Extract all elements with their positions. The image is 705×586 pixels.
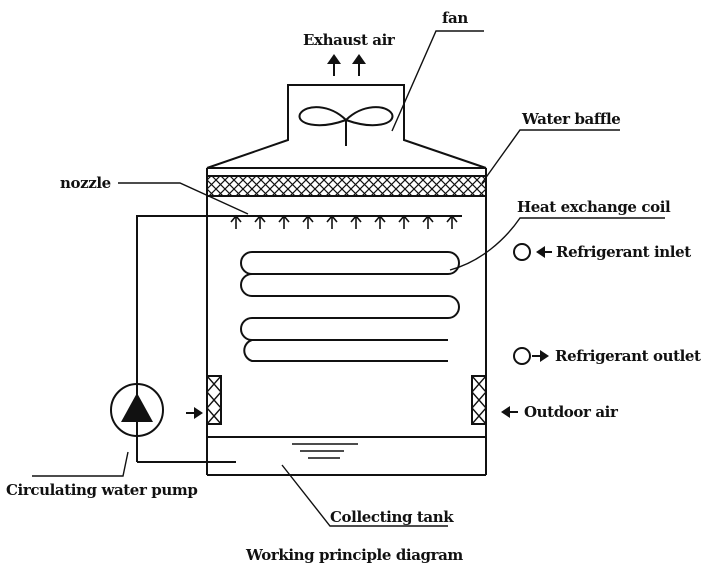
leader-lines	[32, 30, 665, 527]
exhaust-air-label: Exhaust air	[303, 31, 396, 49]
inlet-arrow-icon	[536, 246, 552, 258]
collecting-tank-label: Collecting tank	[330, 508, 454, 526]
outlet-arrow-icon	[532, 350, 549, 362]
refrigerant-outlet-label: Refrigerant outlet	[555, 347, 701, 365]
tower-top-hood	[206, 84, 487, 169]
water-baffle	[206, 175, 487, 197]
outdoor-air-label: Outdoor air	[524, 403, 619, 421]
spray-nozzle-icon	[374, 214, 386, 229]
spray-nozzle-icon	[230, 214, 242, 229]
coil-bottom-return	[243, 339, 448, 362]
water-pipe	[136, 215, 462, 462]
spray-nozzle-icon	[446, 214, 458, 229]
spray-nozzle-icon	[326, 214, 338, 229]
circulating-water-pump-label: Circulating water pump	[6, 481, 197, 499]
fan-label: fan	[442, 9, 468, 27]
exhaust-arrows-icon	[327, 54, 366, 76]
refrigerant-outlet-port	[513, 347, 531, 365]
diagram-caption: Working principle diagram	[245, 546, 463, 564]
spray-nozzle-icon	[398, 214, 410, 229]
nozzle-label: nozzle	[60, 174, 111, 192]
refrigerant-inlet-label: Refrigerant inlet	[556, 243, 691, 261]
right-air-arrow-icon	[501, 406, 518, 418]
nozzle-sprays	[230, 214, 458, 229]
refrigerant-inlet-port	[513, 243, 531, 261]
left-air-arrow-icon	[186, 407, 203, 419]
fan-icon	[298, 106, 394, 146]
spray-nozzle-icon	[302, 214, 314, 229]
spray-nozzle-icon	[350, 214, 362, 229]
nozzle-assembly	[136, 214, 462, 462]
circulating-pump-icon	[110, 383, 164, 437]
coil-left-end	[240, 251, 253, 275]
spray-nozzle-icon	[278, 214, 290, 229]
water-baffle-label: Water baffle	[521, 110, 620, 128]
heat-exchange-coil	[240, 251, 460, 341]
left-louver	[206, 375, 222, 425]
tower-body	[206, 84, 487, 476]
spray-nozzle-icon	[254, 214, 266, 229]
heat-exchange-coil-label: Heat exchange coil	[517, 198, 671, 216]
right-louver	[471, 375, 487, 425]
water-surface	[292, 443, 358, 459]
spray-nozzle-icon	[422, 214, 434, 229]
